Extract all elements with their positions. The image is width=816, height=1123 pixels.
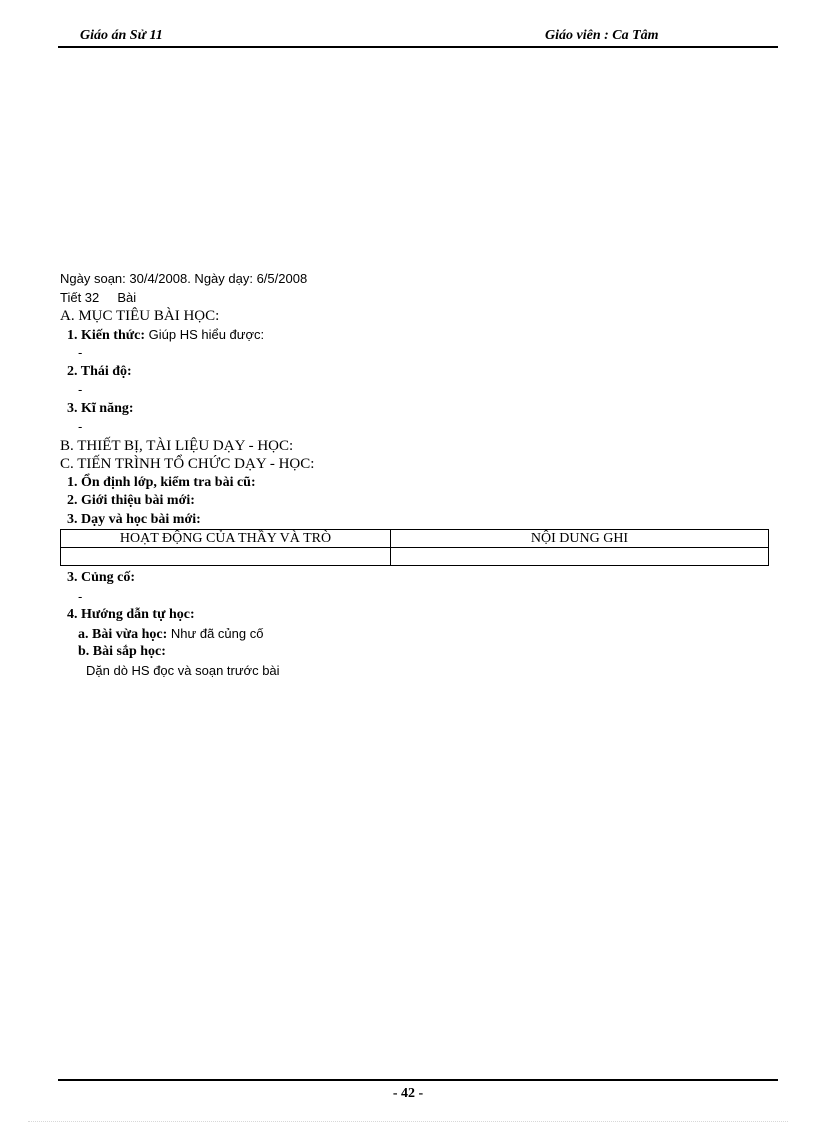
consolidate-label: 3. Củng cố:	[67, 570, 136, 585]
table-row	[60, 547, 769, 566]
lesson-plan-body: Ngày soạn: 30/4/2008. Ngày dạy: 6/5/2008…	[60, 270, 780, 680]
footer-rule	[58, 1079, 778, 1081]
knowledge-bullet: -	[78, 345, 83, 360]
table-header-content: NỘI DUNG GHI	[390, 529, 769, 548]
header-teacher-name: Giáo viên : Ca Tâm	[545, 28, 659, 43]
consolidate-bullet: -	[78, 588, 83, 604]
next-lesson-label: b. Bài sắp học:	[78, 644, 166, 659]
section-b-title: B. THIẾT BỊ, TÀI LIỆU DẠY - HỌC:	[60, 437, 294, 454]
header-course-title: Giáo án Sử 11	[80, 28, 163, 43]
attitude-label: 2. Thái độ:	[67, 363, 132, 379]
page-header: Giáo án Sử 11 Giáo viên : Ca Tâm	[58, 28, 778, 48]
page-number: - 42 -	[392, 1086, 424, 1101]
knowledge-row: 1. Kiến thức: Giúp HS hiểu được:	[60, 326, 780, 345]
knowledge-text: Giúp HS hiểu được:	[145, 326, 265, 342]
previous-lesson-row: a. Bài vừa học: Như đã củng cố	[60, 625, 780, 644]
table-cell	[60, 547, 391, 566]
table-cell	[390, 547, 769, 566]
self-study-label: 4. Hướng dẫn tự học:	[67, 607, 195, 622]
table-header-row: HOẠT ĐỘNG CỦA THẦY VÀ TRÒ NỘI DUNG GHI	[60, 529, 769, 548]
previous-lesson-text: Như đã củng cố	[167, 625, 264, 641]
step-3: 3. Dạy và học bài mới:	[67, 511, 201, 527]
step-2: 2. Giới thiệu bài mới:	[67, 493, 195, 508]
attitude-bullet: -	[78, 382, 83, 397]
previous-lesson-label: a. Bài vừa học:	[78, 626, 168, 642]
table-header-activities: HOẠT ĐỘNG CỦA THẦY VÀ TRÒ	[60, 529, 391, 548]
lesson-number: Tiết 32 Bài	[60, 289, 137, 305]
next-lesson-text: Dặn dò HS đọc và soạn trước bài	[86, 662, 280, 678]
lesson-dates: Ngày soạn: 30/4/2008. Ngày dạy: 6/5/2008	[60, 271, 308, 286]
section-a-title: A. MỤC TIÊU BÀI HỌC:	[60, 308, 220, 324]
skill-label: 3. Kĩ năng:	[67, 400, 134, 416]
step-1: 1. Ổn định lớp, kiểm tra bài cũ:	[67, 474, 256, 490]
page-bottom-border	[28, 1121, 788, 1122]
knowledge-label: 1. Kiến thức:	[67, 327, 146, 343]
section-c-title: C. TIẾN TRÌNH TỔ CHỨC DẠY - HỌC:	[60, 456, 315, 472]
activity-table: HOẠT ĐỘNG CỦA THẦY VÀ TRÒ NỘI DUNG GHI	[60, 529, 769, 566]
skill-bullet: -	[78, 419, 83, 434]
